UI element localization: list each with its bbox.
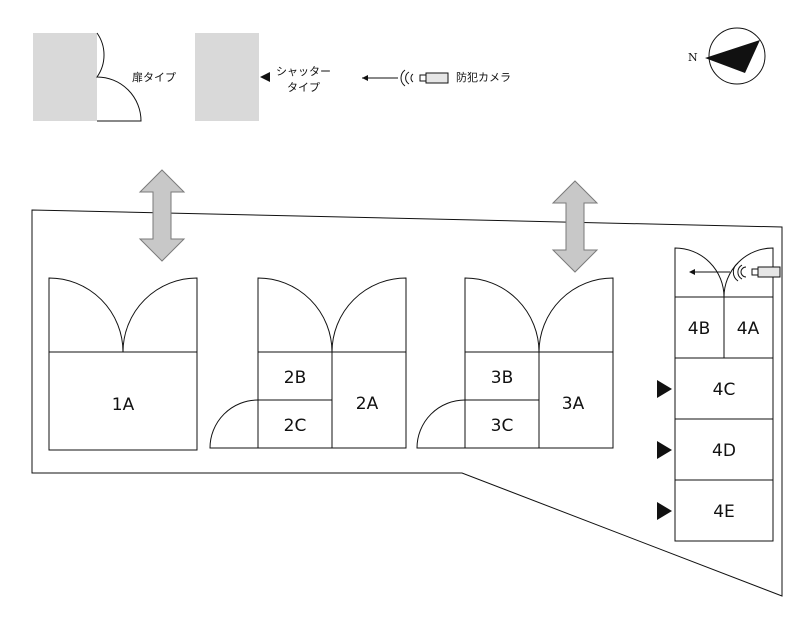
compass-north-label: N (688, 51, 698, 64)
unit-2A[interactable] (331, 351, 407, 449)
unit-4C-shutter-marker (657, 380, 672, 398)
unit-4C-label: 4C (713, 380, 736, 400)
camera-legend-icon (362, 69, 449, 87)
unit-4D-shutter-marker (657, 441, 672, 459)
unit-4D-label: 4D (712, 441, 736, 461)
unit-3C[interactable] (464, 399, 540, 449)
unit-4B-label: 4B (688, 319, 710, 339)
unit-3A-label: 3A (562, 394, 585, 414)
shutter-type-label-line2: タイプ (287, 81, 320, 94)
unit-3A[interactable] (538, 351, 614, 449)
unit-1A[interactable] (48, 351, 198, 451)
unit-4E-shutter-marker (657, 502, 672, 520)
site-boundary (31, 209, 783, 597)
shutter-type-swatch (195, 33, 259, 121)
block-4: 4B 4A 4C 4D 4E (657, 247, 781, 542)
block-3-doors (464, 277, 614, 353)
shutter-type-label-line1: シャッター (276, 65, 331, 78)
unit-2C[interactable] (257, 399, 333, 449)
unit-3B[interactable] (464, 351, 540, 401)
unit-4E[interactable] (674, 479, 774, 542)
door-type-label: 扉タイプ (132, 71, 176, 84)
legend: 扉タイプ シャッター タイプ 防犯カメラ (33, 32, 511, 122)
unit-4D[interactable] (674, 418, 774, 481)
unit-4E-label: 4E (713, 502, 735, 522)
block-2: 2A 2B 2C (209, 277, 407, 449)
camera-label: 防犯カメラ (456, 70, 511, 84)
unit-4B[interactable] (674, 296, 725, 359)
unit-2B[interactable] (257, 351, 333, 401)
unit-4A-label: 4A (737, 319, 760, 339)
compass: N (688, 27, 766, 85)
unit-2A-label: 2A (356, 394, 379, 414)
unit-2C-label: 2C (284, 416, 307, 436)
unit-3B-label: 3B (491, 368, 513, 388)
unit-4C[interactable] (674, 357, 774, 420)
unit-2B-label: 2B (284, 368, 306, 388)
unit-3C-door (416, 399, 466, 449)
block-1: 1A (48, 277, 198, 451)
access-arrow-2 (551, 180, 599, 273)
security-camera-icon (689, 262, 781, 282)
compass-needle (705, 40, 760, 73)
access-arrow-1 (138, 169, 186, 262)
block-1-doors (48, 277, 198, 353)
unit-3C-label: 3C (491, 416, 514, 436)
door-type-swatch (33, 33, 97, 121)
unit-4A[interactable] (723, 296, 774, 359)
unit-2C-door (209, 399, 259, 449)
shutter-marker-icon (260, 72, 270, 82)
block-3: 3A 3B 3C (416, 277, 614, 449)
unit-1A-label: 1A (112, 395, 135, 415)
block-2-doors (257, 277, 407, 353)
door-swing-icon (96, 32, 142, 122)
